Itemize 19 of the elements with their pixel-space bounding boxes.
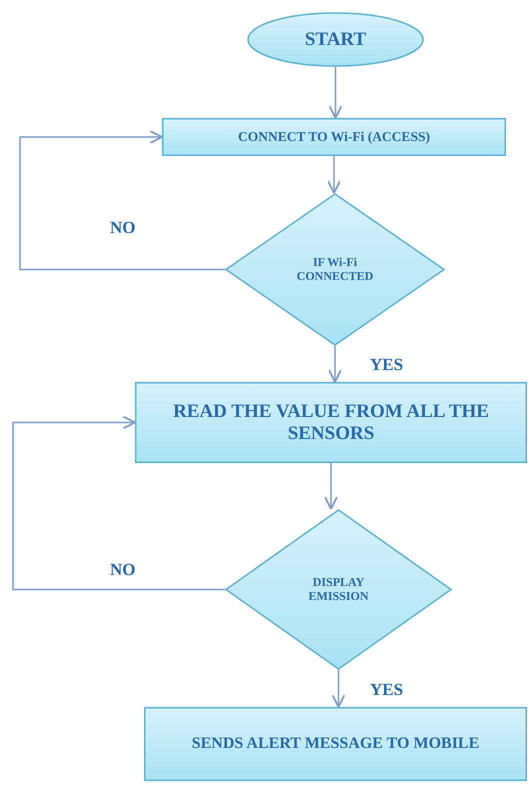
process-box [135,382,527,463]
start-terminal [247,12,424,67]
node-label: DISPLAY EMISSION [307,576,370,604]
arrow [328,67,342,119]
node-label: CONNECT TO Wi-Fi (ACCESS) [238,129,430,145]
process-box [162,118,506,156]
decision-diamond [225,509,452,670]
arrow [328,346,342,383]
arrow [19,130,225,270]
arrow [327,156,341,194]
node-label: READ THE VALUE FROM ALL THE SENSORS [172,400,490,444]
process-box [144,707,527,781]
arrow [324,463,338,510]
node-label: IF Wi-Fi CONNECTED [296,256,374,284]
node-label: SENDS ALERT MESSAGE TO MOBILE [192,734,480,754]
arrow [12,416,225,590]
decision-diamond [225,193,445,346]
node-label: START [304,28,366,50]
arrow [332,670,346,708]
